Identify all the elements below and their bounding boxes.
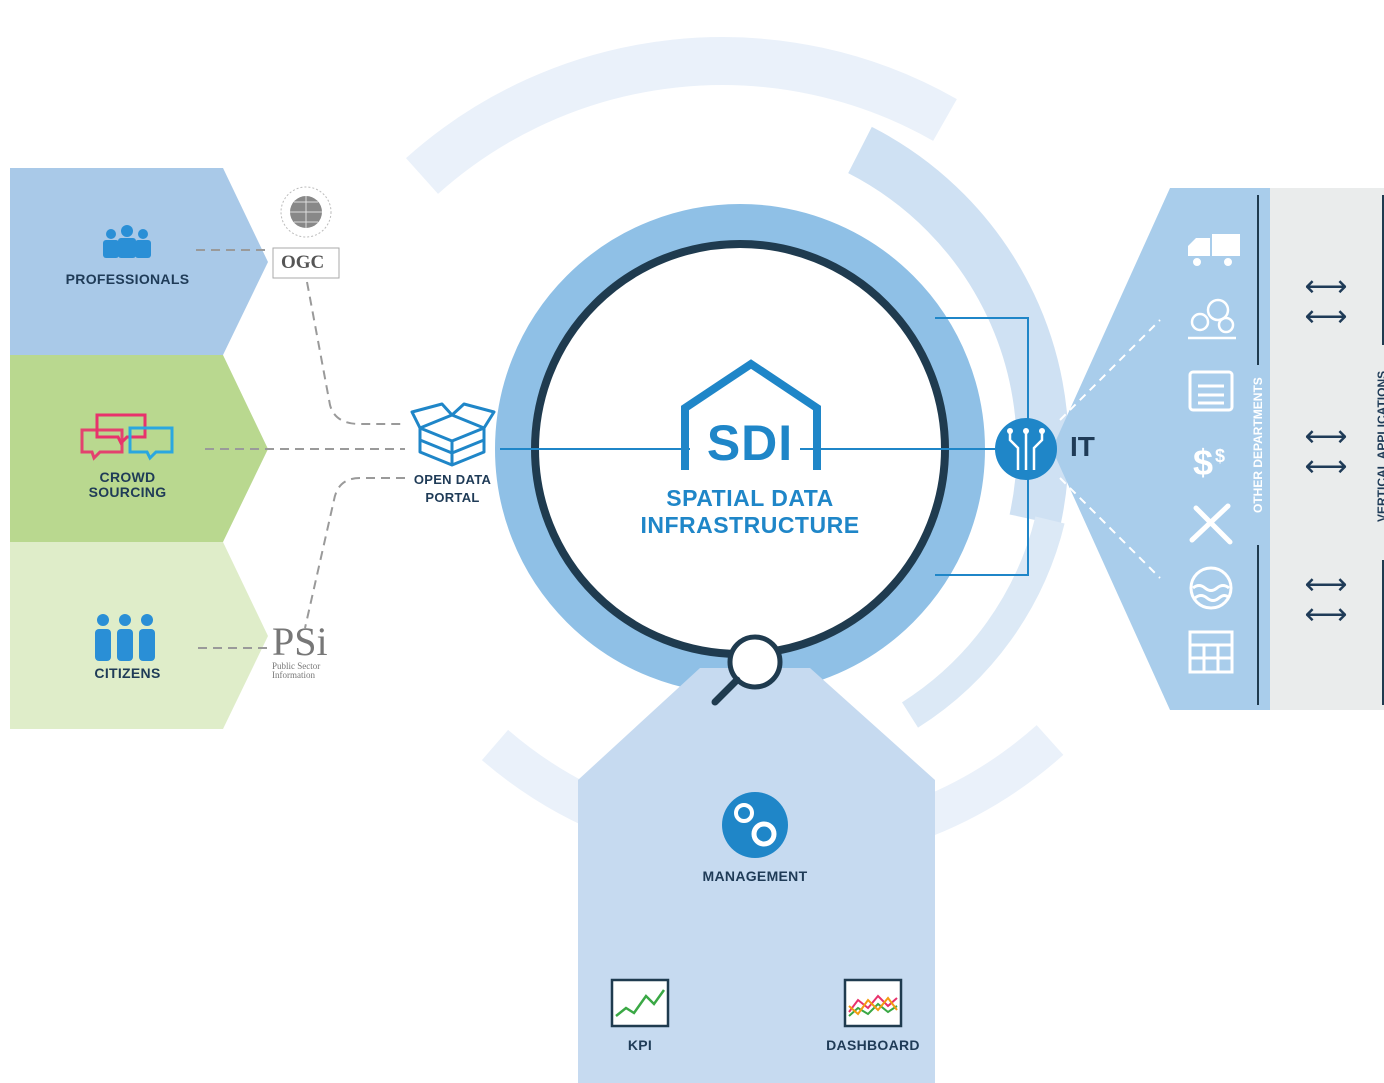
speech-bubbles-icon — [80, 413, 174, 461]
sdi-subtitle-line2: INFRASTRUCTURE — [640, 512, 860, 538]
truck-icon — [1188, 234, 1240, 268]
department-icons: $$ — [1188, 234, 1240, 674]
water-icon — [1189, 566, 1233, 610]
app-arrow-1b: ⟷ — [1304, 300, 1348, 333]
app-arrow-2a: ⟷ — [1304, 420, 1348, 453]
circuit-icon — [995, 418, 1057, 480]
people-icon — [103, 225, 151, 258]
dashboard-label: DASHBOARD — [826, 1037, 920, 1053]
svg-text:$: $ — [1215, 446, 1225, 466]
axis-lines — [500, 317, 1029, 576]
building-icon — [1188, 630, 1234, 674]
open-data-portal-label-line2: PORTAL — [425, 490, 480, 505]
dollar-icon: $$ — [1193, 442, 1225, 483]
psi-logo-text: PSi — [272, 619, 328, 664]
gears-icon — [722, 792, 788, 858]
app-arrow-1a: ⟷ — [1304, 270, 1348, 303]
dashboard-chart-icon — [843, 978, 903, 1028]
vertical-applications-label: VERTICAL APPLICATIONS — [1375, 370, 1384, 522]
it-label: IT — [1070, 431, 1095, 462]
crowd-sourcing-panel — [10, 355, 268, 542]
background-arc-right-lower — [901, 516, 1065, 728]
app-arrow-2b: ⟷ — [1304, 450, 1348, 483]
svg-text:$: $ — [1193, 442, 1213, 483]
magnifier-icon — [711, 634, 783, 706]
open-data-portal-label-line1: OPEN DATA — [413, 472, 492, 487]
house-icon — [681, 359, 821, 470]
professionals-panel — [10, 168, 268, 355]
psi-subtitle-line1: Public Sector — [272, 661, 321, 671]
sdi-title: SDI — [706, 415, 794, 471]
citizens-label: CITIZENS — [94, 665, 161, 681]
people-icon-citizens — [95, 614, 155, 661]
vertical-applications-panel — [1270, 188, 1384, 710]
fan-dashes — [1059, 319, 1161, 579]
ogc-logo-text: OGC — [281, 252, 325, 273]
kpi-label: KPI — [627, 1037, 653, 1053]
calendar-icon — [1188, 370, 1234, 412]
trees-icon — [1188, 298, 1236, 340]
tools-icon — [1189, 503, 1233, 545]
open-box-icon — [410, 402, 496, 467]
psi-subtitle-line2: Information — [272, 670, 315, 680]
crowd-sourcing-label-line1: CROWD — [99, 469, 156, 485]
sdi-subtitle-line1: SPATIAL DATA — [666, 485, 834, 511]
app-arrow-3a: ⟷ — [1304, 568, 1348, 601]
crowd-sourcing-label-line2: SOURCING — [88, 484, 167, 500]
other-departments-label: OTHER DEPARTMENTS — [1251, 377, 1265, 513]
background-arc-top — [405, 37, 957, 194]
ogc-globe-icon — [272, 186, 340, 279]
app-arrow-3b: ⟷ — [1304, 598, 1348, 631]
management-label: MANAGEMENT — [702, 868, 808, 884]
professionals-label: PROFESSIONALS — [65, 271, 190, 287]
kpi-chart-icon — [610, 978, 670, 1028]
